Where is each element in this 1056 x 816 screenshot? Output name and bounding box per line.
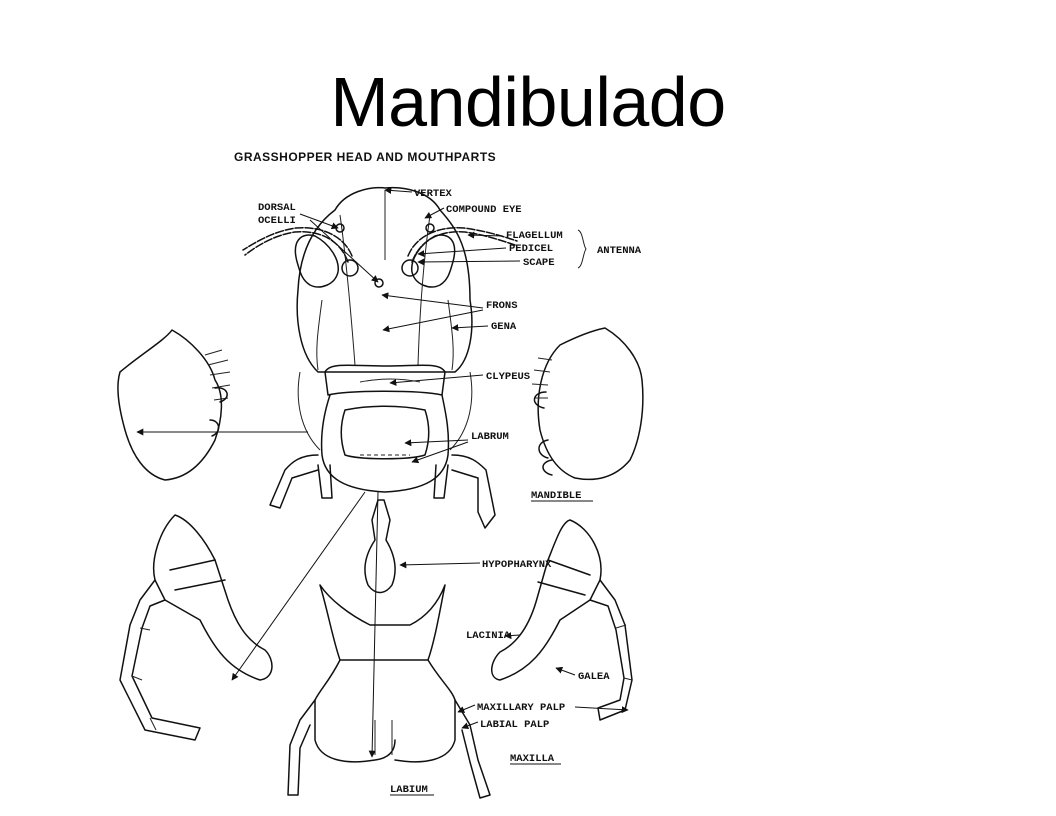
label-flagellum: FLAGELLUM [506,230,563,242]
label-gena: GENA [491,321,517,333]
label-pedicel: PEDICEL [509,243,553,255]
slide-title: Mandibulado [330,63,726,141]
label-scape: SCAPE [523,257,555,269]
figure-heading: GRASSHOPPER HEAD AND MOUTHPARTS [234,150,496,164]
label-maxillary-palp: MAXILLARY PALP [477,702,565,714]
label-antenna: ANTENNA [597,245,642,257]
label-lacinia: LACINIA [466,630,511,642]
left-maxilla-drawing [119,514,273,741]
labium-drawing [287,584,491,799]
label-dorsal-ocelli-line1: DORSAL [258,202,296,214]
label-galea: GALEA [578,671,610,683]
leader-lines [136,186,629,758]
right-mandible-drawing [531,327,644,481]
label-frons: FRONS [486,300,518,312]
right-maxilla-drawing [491,519,633,721]
label-vertex: VERTEX [414,188,453,200]
label-dorsal-ocelli-line2: OCELLI [258,215,296,227]
label-maxilla: MAXILLA [510,753,555,765]
antenna-brace [577,229,587,269]
label-clypeus: CLYPEUS [486,371,530,383]
head-drawing [242,186,518,529]
left-mandible-drawing [117,329,231,481]
label-compound-eye: COMPOUND EYE [446,204,522,216]
label-labial-palp: LABIAL PALP [480,719,549,731]
label-labrum: LABRUM [471,431,509,443]
hypopharynx-drawing [364,499,396,594]
label-hypopharynx: HYPOPHARYNX [482,559,552,571]
label-mandible: MANDIBLE [531,490,581,502]
diagram-labels: VERTEX DORSAL OCELLI COMPOUND EYE FLAGEL… [258,188,642,796]
label-labium: LABIUM [390,784,428,796]
